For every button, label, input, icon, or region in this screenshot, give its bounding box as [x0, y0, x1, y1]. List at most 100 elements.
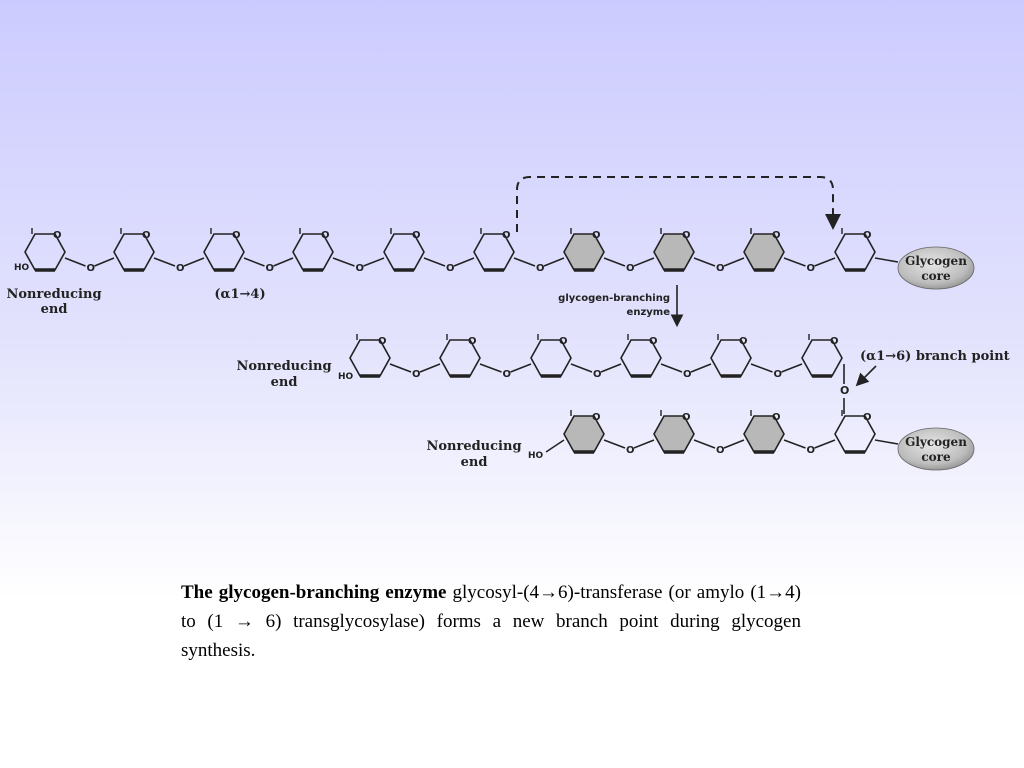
figure-caption: The glycogen-branching enzyme glycosyl-(…: [181, 578, 801, 665]
ring-oxygen: O: [649, 336, 658, 347]
glycosidic-bond: [693, 257, 745, 267]
ring-oxygen: O: [412, 230, 421, 241]
middle-ring: O: [710, 334, 752, 378]
middle-ring: O: [439, 334, 481, 378]
bottom-ho-label: HO: [528, 451, 544, 461]
ring-oxygen: O: [772, 230, 781, 241]
glycosidic-bond: [783, 257, 836, 267]
glycosidic-bond: [479, 363, 532, 373]
glycosidic-bond: [64, 257, 115, 267]
ring-oxygen: O: [321, 230, 330, 241]
transfer-dashed-arrow: [516, 176, 841, 232]
ring-oxygen: O: [682, 412, 691, 423]
glycogen-core-bottom-line2: core: [921, 450, 951, 464]
glycosidic-bond: [603, 257, 655, 267]
top-ring: O: [653, 228, 695, 272]
glycosidic-bond: [783, 439, 836, 449]
top-ring: O: [473, 228, 515, 272]
bond-oxygen: O: [774, 369, 783, 380]
glycogen-core-bottom-line1: Glycogen: [905, 435, 967, 449]
middle-ring: O: [349, 334, 391, 378]
bond-oxygen: O: [356, 263, 365, 274]
bond-oxygen: O: [626, 263, 635, 274]
glycosidic-bond: [750, 363, 803, 373]
caption-bold-lead: The glycogen-branching enzyme: [181, 582, 447, 603]
top-ring: O: [834, 228, 876, 272]
ring-oxygen: O: [863, 230, 872, 241]
enzyme-label-line2: enzyme: [627, 307, 671, 318]
glycosidic-bond: [603, 439, 655, 449]
bond-oxygen: O: [716, 445, 725, 456]
bottom-ring: O: [743, 410, 785, 454]
glycogen-core-bottom: Glycogen core: [897, 427, 975, 471]
top-ho-label: HO: [14, 263, 30, 273]
bond-oxygen: O: [683, 369, 692, 380]
top-ring: O: [563, 228, 605, 272]
ring-oxygen: O: [53, 230, 62, 241]
glycosidic-bond: [389, 363, 441, 373]
caption-text: glycosyl-(4→6)-transferase (or amylo (1→…: [181, 582, 801, 661]
alpha-1-4-label: (α1→4): [214, 287, 265, 302]
ring-oxygen: O: [592, 412, 601, 423]
bottom-ho-bond: [545, 439, 565, 453]
middle-ho-label: HO: [338, 372, 354, 382]
glycosidic-bond: [660, 363, 712, 373]
top-nonreducing-line1: Nonreducing: [6, 287, 101, 302]
middle-ring: O: [620, 334, 662, 378]
bond-oxygen: O: [807, 445, 816, 456]
glycosidic-bond: [423, 257, 475, 267]
bond-oxygen: O: [266, 263, 275, 274]
ring-oxygen: O: [682, 230, 691, 241]
glycosidic-bond: [243, 257, 294, 267]
enzyme-label-line1: glycogen-branching: [558, 293, 670, 304]
bond-oxygen: O: [446, 263, 455, 274]
top-nonreducing-line2: end: [41, 302, 68, 317]
middle-nonreducing-line2: end: [271, 375, 298, 390]
top-ring: O: [113, 228, 155, 272]
bottom-ring: O: [563, 410, 605, 454]
ring-oxygen: O: [863, 412, 872, 423]
top-ring: O: [24, 228, 66, 272]
glycogen-core-top-line2: core: [921, 269, 951, 283]
bottom-core-bond: [874, 439, 899, 445]
bond-oxygen: O: [626, 445, 635, 456]
bottom-nonreducing-line2: end: [461, 455, 488, 470]
branch-point-label: (α1→6) branch point: [860, 349, 1010, 364]
bottom-chain: O O O O O O O: [545, 410, 899, 456]
ring-oxygen: O: [142, 230, 151, 241]
top-core-bond: [874, 257, 899, 263]
glycosidic-bond: [513, 257, 565, 267]
bond-oxygen: O: [716, 263, 725, 274]
bond-oxygen: O: [807, 263, 816, 274]
ring-oxygen: O: [559, 336, 568, 347]
ring-oxygen: O: [830, 336, 839, 347]
top-chain: O O O O O O O O O O O O O O O O O O O: [24, 228, 899, 274]
ring-oxygen: O: [739, 336, 748, 347]
ring-oxygen: O: [232, 230, 241, 241]
top-ring: O: [743, 228, 785, 272]
branch-oxygen: O: [840, 384, 849, 397]
ring-oxygen: O: [592, 230, 601, 241]
glycosidic-bond: [570, 363, 622, 373]
ring-oxygen: O: [468, 336, 477, 347]
bond-oxygen: O: [176, 263, 185, 274]
glycosidic-bond: [153, 257, 205, 267]
top-ring: O: [203, 228, 245, 272]
ring-oxygen: O: [378, 336, 387, 347]
ring-oxygen: O: [502, 230, 511, 241]
bottom-ring: O: [834, 410, 876, 454]
bond-oxygen: O: [536, 263, 545, 274]
bond-oxygen: O: [87, 263, 96, 274]
ring-oxygen: O: [772, 412, 781, 423]
middle-ring: O: [801, 334, 843, 378]
glycogen-core-top: Glycogen core: [897, 246, 975, 290]
top-ring: O: [292, 228, 334, 272]
bond-oxygen: O: [412, 369, 421, 380]
glycogen-core-top-line1: Glycogen: [905, 254, 967, 268]
top-ring: O: [383, 228, 425, 272]
bottom-ring: O: [653, 410, 695, 454]
middle-ring: O: [530, 334, 572, 378]
glycosidic-bond: [693, 439, 745, 449]
